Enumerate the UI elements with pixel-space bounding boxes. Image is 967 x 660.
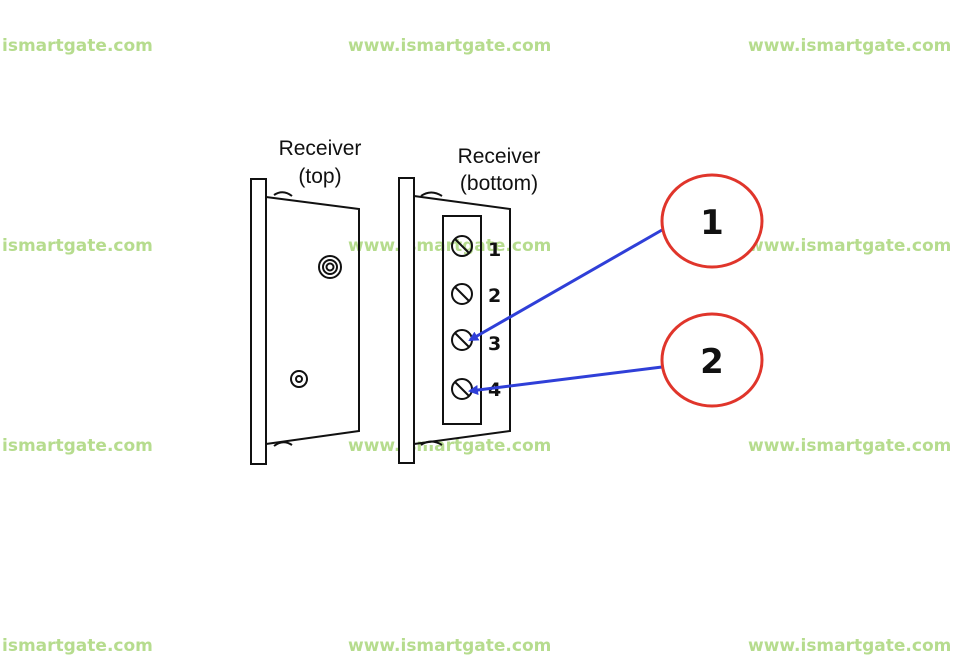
watermark: www.ismartgate.com — [348, 636, 551, 656]
terminal-block — [442, 215, 482, 425]
terminal-screw — [451, 378, 473, 400]
receiver-bottom-label: Receiver — [458, 145, 541, 168]
watermark: www.ismartgate.com — [748, 236, 951, 256]
terminal-screw — [451, 329, 473, 351]
receiver-bottom-label: (bottom) — [460, 172, 538, 195]
terminal-screw — [451, 283, 473, 305]
terminal-number: 4 — [488, 379, 501, 401]
watermark: www.ismartgate.com — [748, 436, 951, 456]
callout-number: 1 — [700, 203, 724, 243]
watermark: ismartgate.com — [2, 636, 153, 656]
watermark: ismartgate.com — [2, 36, 153, 56]
callout-circle — [660, 312, 764, 408]
terminal-number: 2 — [488, 285, 501, 307]
receiver-top-label: (top) — [298, 165, 341, 188]
callout-circle — [660, 173, 764, 269]
terminal-number: 3 — [488, 333, 501, 355]
callout-number: 2 — [700, 342, 724, 382]
watermark: www.ismartgate.com — [348, 36, 551, 56]
watermark-layer: ismartgate.com www.ismartgate.com www.is… — [2, 36, 951, 656]
terminal-number: 1 — [488, 239, 501, 261]
watermark: www.ismartgate.com — [348, 236, 551, 256]
watermark: www.ismartgate.com — [748, 636, 951, 656]
terminal-screw — [451, 235, 473, 257]
arrow-to-terminal-4 — [468, 365, 663, 395]
watermark: www.ismartgate.com — [748, 36, 951, 56]
watermark: ismartgate.com — [2, 436, 153, 456]
arrow-to-terminal-3 — [468, 228, 663, 342]
receiver-top-label: Receiver — [279, 137, 362, 160]
receiver-bottom-drawing — [398, 177, 511, 464]
receiver-top-drawing — [250, 178, 360, 465]
watermark: ismartgate.com — [2, 236, 153, 256]
